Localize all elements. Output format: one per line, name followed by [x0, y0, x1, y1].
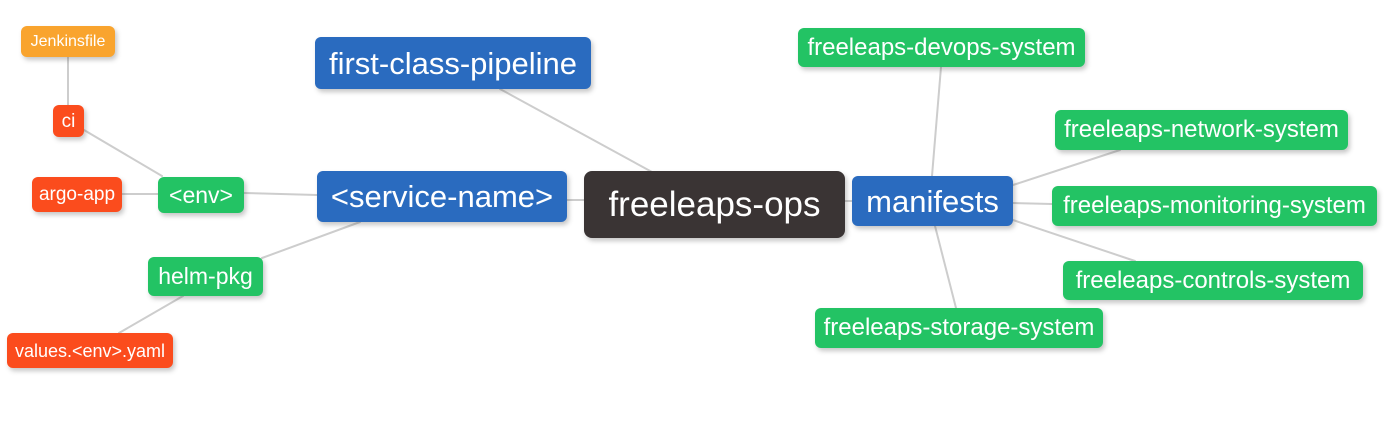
mindmap-node-jenkinsfile[interactable]: Jenkinsfile [21, 26, 115, 57]
mindmap-node-values-env-yaml[interactable]: values.<env>.yaml [7, 333, 173, 368]
edge-env--ci [83, 129, 163, 177]
mindmap-node-manifests[interactable]: manifests [852, 176, 1013, 226]
edge-manifests--freeleaps-devops-system [931, 66, 942, 177]
edge-service-name--helm-pkg [261, 221, 361, 259]
mindmap-node-freeleaps-network-system[interactable]: freeleaps-network-system [1055, 110, 1348, 150]
edge-manifests--freeleaps-network-system [1012, 149, 1121, 186]
edge-manifests--freeleaps-monitoring-system [1012, 202, 1053, 205]
mindmap-node-helm-pkg[interactable]: helm-pkg [148, 257, 263, 296]
mindmap-node-freeleaps-devops-system[interactable]: freeleaps-devops-system [798, 28, 1085, 67]
edge-manifests--freeleaps-controls-system [1012, 219, 1136, 262]
mindmap-node-argo-app[interactable]: argo-app [32, 177, 122, 212]
mindmap-node-env[interactable]: <env> [158, 177, 244, 213]
mindmap-node-first-class-pipeline[interactable]: first-class-pipeline [315, 37, 591, 89]
mindmap-node-freeleaps-monitoring-system[interactable]: freeleaps-monitoring-system [1052, 186, 1377, 226]
edge-service-name--env [243, 192, 318, 196]
mindmap-node-freeleaps-ops[interactable]: freeleaps-ops [584, 171, 845, 238]
mindmap-node-service-name[interactable]: <service-name> [317, 171, 567, 222]
edge-freeleaps-ops--first-class-pipeline [499, 88, 653, 173]
mindmap-node-ci[interactable]: ci [53, 105, 84, 137]
mindmap-node-freeleaps-storage-system[interactable]: freeleaps-storage-system [815, 308, 1103, 348]
edge-manifests--freeleaps-storage-system [934, 225, 957, 309]
edge-helm-pkg--values-env-yaml [118, 295, 184, 334]
mindmap-node-freeleaps-controls-system[interactable]: freeleaps-controls-system [1063, 261, 1363, 300]
